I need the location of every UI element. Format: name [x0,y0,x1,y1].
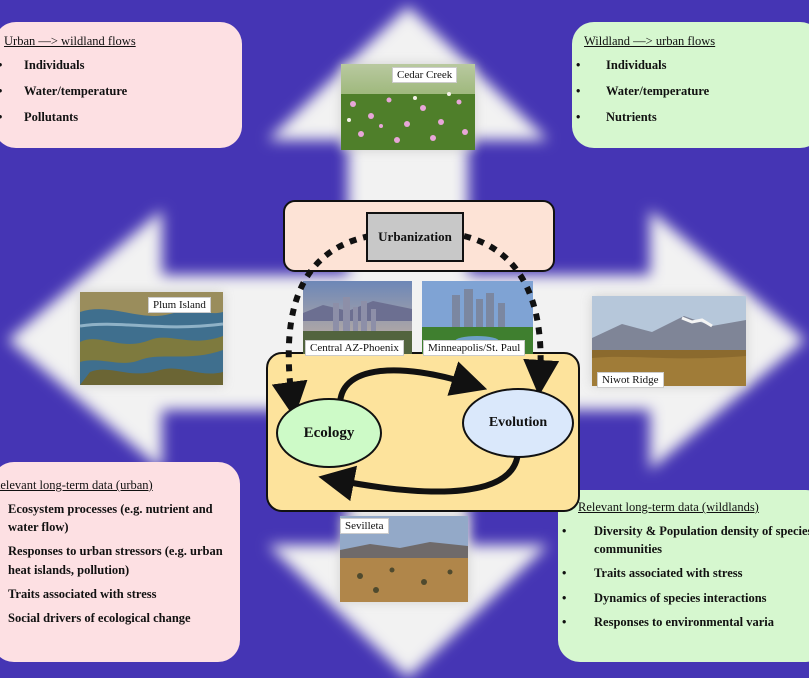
list-item: Individuals [0,56,242,74]
sevilleta-label: Sevilleta [340,518,389,534]
up-arrow [268,6,548,330]
plum-island-label: Plum Island [148,297,211,313]
ecology-node: Ecology [276,398,382,468]
list-item: Individuals [572,56,809,74]
wildland-to-urban-flows-panel: Wildland —> urban flows Individuals Wate… [572,22,809,148]
list-item: Pollutants [0,108,242,126]
list-item: Traits associated with stress [0,585,240,603]
urbanization-to-ecology-arrow [271,233,371,418]
urbanization-label: Urbanization [378,229,452,244]
panel-title: Relevant long-term data (wildlands) [578,500,759,514]
niwot-ridge-label: Niwot Ridge [597,372,664,388]
urbanization-node: Urbanization [366,212,464,262]
minneapolis-label: Minneapolis/St. Paul [423,340,526,356]
evolution-node: Evolution [462,388,574,458]
urban-long-term-data-panel: Relevant long-term data (urban) Ecosyste… [0,462,240,662]
list-item: Ecosystem processes (e.g. nutrient and w… [0,500,240,536]
evolution-to-ecology-arrow [318,447,522,502]
urbanization-to-evolution-arrow [463,233,560,396]
list-item: Water/temperature [0,82,242,100]
list-item: Traits associated with stress [558,564,809,582]
panel-title: Urban —> wildland flows [4,34,136,48]
list-item: Social drivers of ecological change [0,609,240,627]
list-item: Water/temperature [572,82,809,100]
evolution-label: Evolution [488,415,548,430]
list-item: Nutrients [572,108,809,126]
list-item: Diversity & Population density of specie… [558,522,809,558]
urban-to-wildland-flows-panel: Urban —> wildland flows Individuals Wate… [0,22,242,148]
panel-title: Wildland —> urban flows [584,34,716,48]
list-item: Responses to environmental varia [558,613,809,631]
ecology-label: Ecology [303,424,355,441]
list-item: Responses to urban stressors (e.g. urban… [0,542,240,578]
panel-title: Relevant long-term data (urban) [0,478,153,492]
wildland-long-term-data-panel: Relevant long-term data (wildlands) Dive… [558,490,809,662]
phoenix-label: Central AZ-Phoenix [305,340,404,356]
ecology-to-evolution-arrow [337,361,488,406]
cedar-creek-label: Cedar Creek [392,67,458,83]
list-item: Dynamics of species interactions [558,589,809,607]
